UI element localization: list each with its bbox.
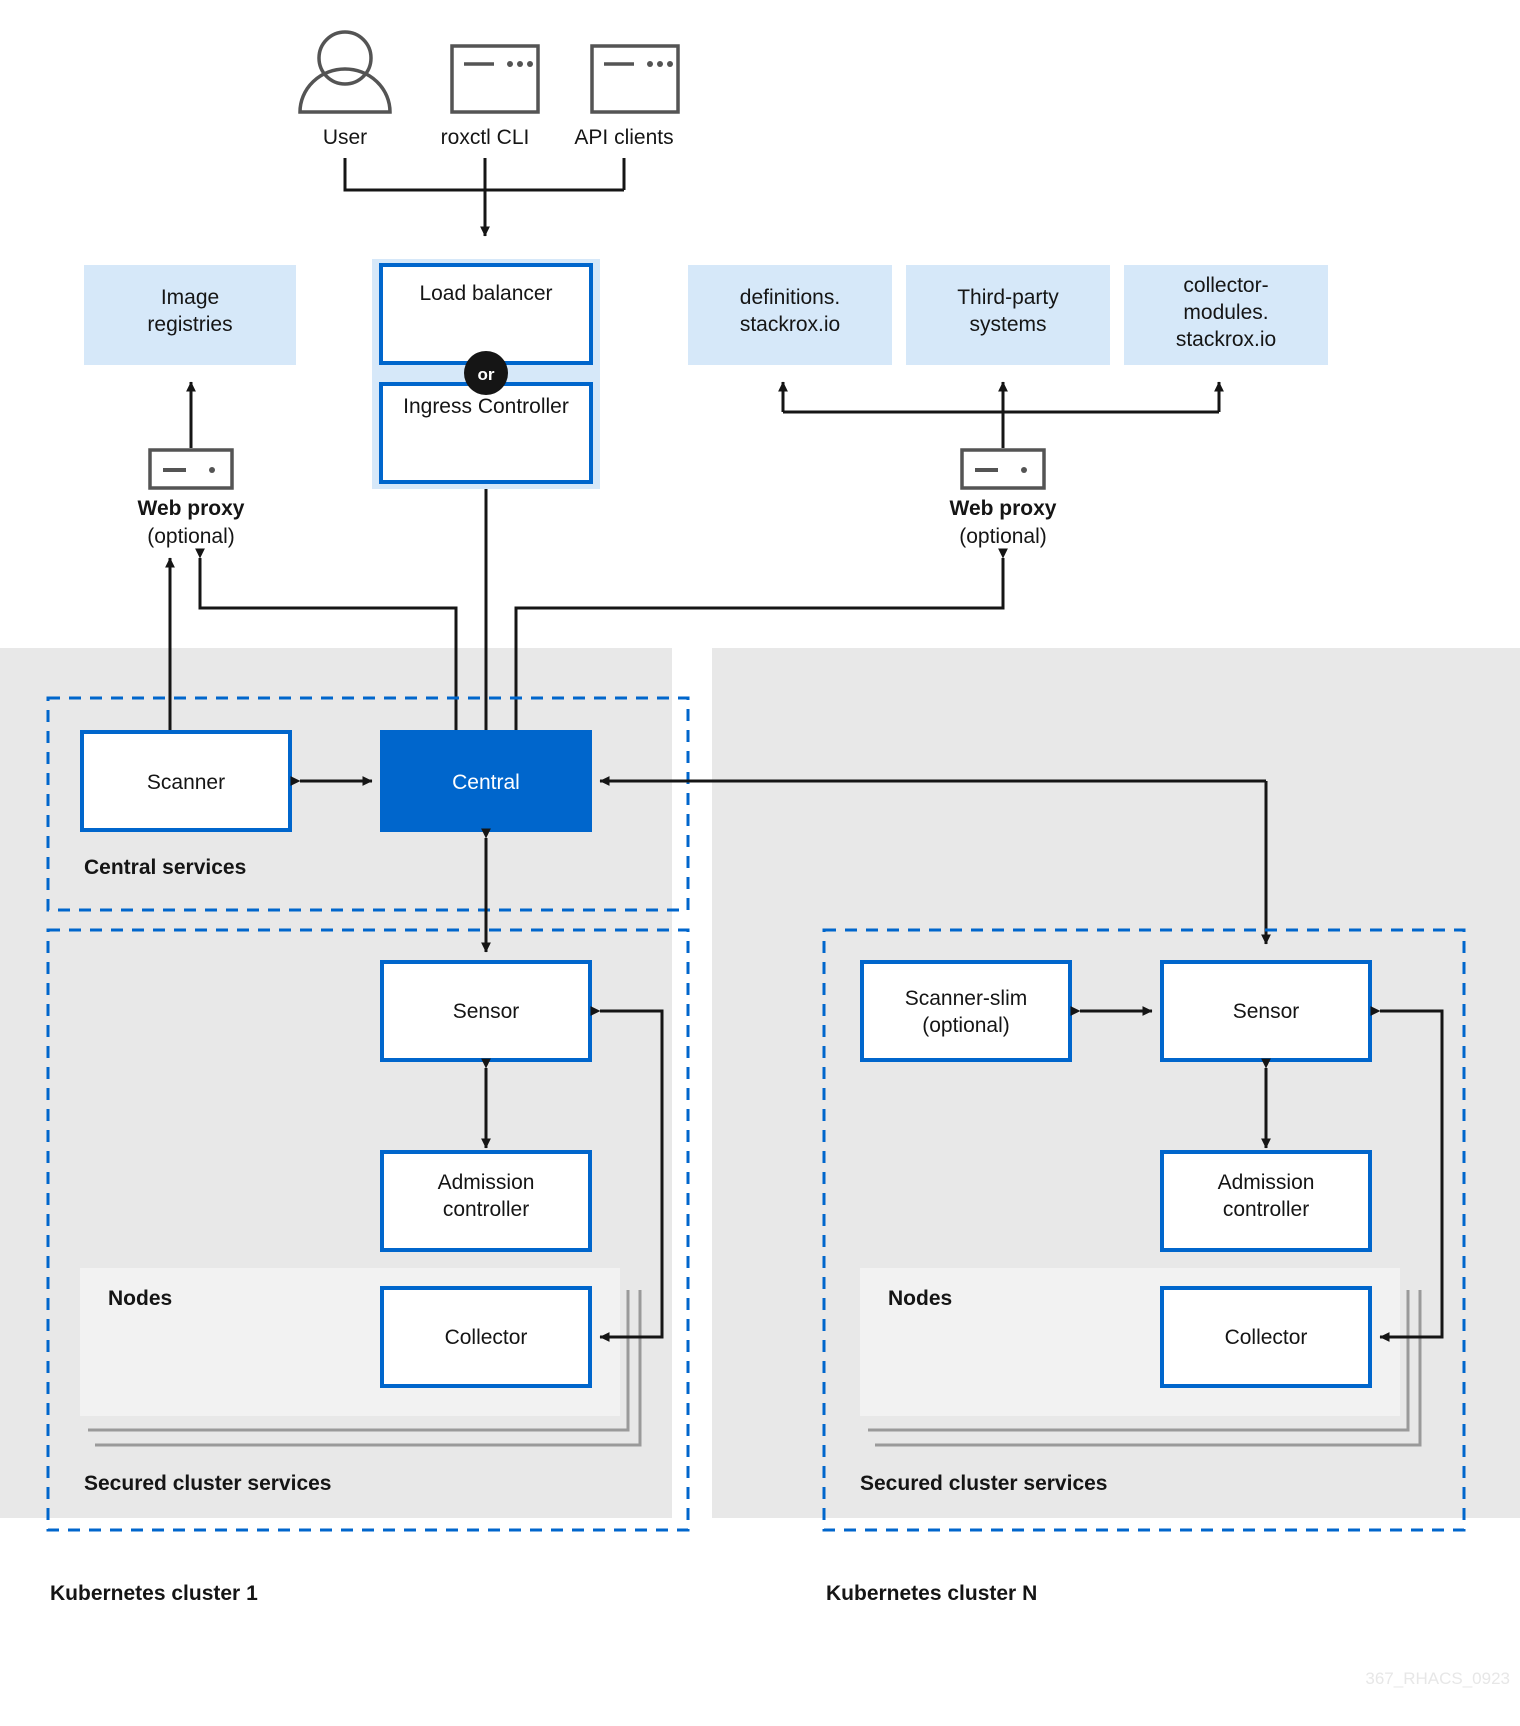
cluster1-secured-group <box>46 928 690 1532</box>
proxy-server-icon-right <box>960 448 1046 490</box>
image-registries-box[interactable] <box>84 265 296 365</box>
svg-text:(optional): (optional) <box>922 1014 1010 1037</box>
cluster1-collector-box[interactable] <box>380 1286 592 1388</box>
cluster1-label: Kubernetes cluster 1 <box>50 1582 258 1605</box>
svg-text:systems: systems <box>969 313 1046 336</box>
clusterN-sensor-label: Sensor <box>1233 1000 1300 1023</box>
clusterN-nodes-label: Nodes <box>888 1287 952 1310</box>
clusterN-collector-box[interactable] <box>1160 1286 1372 1388</box>
or-badge <box>464 351 508 395</box>
watermark: 367_RHACS_0923 <box>1365 1669 1510 1688</box>
clusterN-collector-label: Collector <box>1225 1326 1308 1349</box>
third-party-systems-box[interactable] <box>906 265 1110 365</box>
load-balancer-label: Load balancer <box>419 282 552 305</box>
svg-text:stackrox.io: stackrox.io <box>740 313 840 336</box>
cluster1-nodes-label: Nodes <box>108 1287 172 1310</box>
central-services-group <box>46 696 690 912</box>
collector-modules-label: collector- <box>1183 274 1268 297</box>
roxctl-label: roxctl CLI <box>441 126 530 149</box>
cluster1-admission-box[interactable] <box>380 1150 592 1252</box>
central-services-label: Central services <box>84 856 246 879</box>
ingress-controller-box[interactable] <box>379 382 593 484</box>
web-proxy-right-label: Web proxy <box>950 497 1057 520</box>
third-party-label: Third-party <box>957 286 1059 309</box>
collector-modules-box[interactable] <box>1124 265 1328 365</box>
web-proxy-left-sub: (optional) <box>147 525 235 548</box>
svg-text:stackrox.io: stackrox.io <box>1176 328 1276 351</box>
clusterN-scanner-slim-label: Scanner-slim <box>905 987 1028 1010</box>
ingress-controller-label: Ingress Controller <box>403 395 569 418</box>
scanner-box[interactable] <box>80 730 292 832</box>
proxy-server-icon-left <box>148 448 234 490</box>
api-clients-label: API clients <box>574 126 673 149</box>
definitions-label: definitions. <box>740 286 840 309</box>
central-label: Central <box>452 771 520 794</box>
load-balancer-box[interactable] <box>379 263 593 365</box>
scanner-label: Scanner <box>147 771 225 794</box>
terminal-window-icon-api <box>590 44 680 114</box>
user-label: User <box>323 126 367 149</box>
svg-text:controller: controller <box>1223 1198 1309 1221</box>
central-box[interactable] <box>380 730 592 832</box>
web-proxy-left-label: Web proxy <box>138 497 245 520</box>
clusterN-secured-group <box>822 928 1466 1532</box>
cluster1-collector-label: Collector <box>445 1326 528 1349</box>
image-registries-label: Image <box>161 286 219 309</box>
user-icon <box>298 30 392 114</box>
clusterN-secured-label: Secured cluster services <box>860 1472 1108 1495</box>
web-proxy-right-sub: (optional) <box>959 525 1047 548</box>
clusterN-label: Kubernetes cluster N <box>826 1582 1037 1605</box>
svg-text:modules.: modules. <box>1183 301 1268 324</box>
cluster1-sensor-label: Sensor <box>453 1000 520 1023</box>
clusterN-admission-label: Admission <box>1218 1171 1315 1194</box>
clusterN-scanner-slim-box[interactable] <box>860 960 1072 1062</box>
cluster1-secured-label: Secured cluster services <box>84 1472 332 1495</box>
or-badge-label: or <box>478 365 495 384</box>
terminal-window-icon-roxctl <box>450 44 540 114</box>
svg-text:controller: controller <box>443 1198 529 1221</box>
svg-text:registries: registries <box>147 313 232 336</box>
cluster1-sensor-box[interactable] <box>380 960 592 1062</box>
cluster1-admission-label: Admission <box>438 1171 535 1194</box>
clusterN-admission-box[interactable] <box>1160 1150 1372 1252</box>
definitions-stackrox-box[interactable] <box>688 265 892 365</box>
